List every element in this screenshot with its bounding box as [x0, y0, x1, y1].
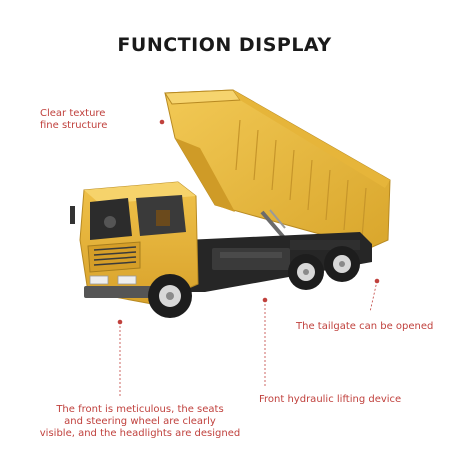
- wheels: [148, 246, 360, 318]
- callout-tailgate: The tailgate can be opened: [296, 321, 434, 332]
- callout-texture-line2: fine structure: [40, 120, 108, 131]
- callout-texture: Clear texture fine structure: [40, 108, 107, 132]
- callout-front: The front is meticulous, the seats and s…: [35, 404, 245, 440]
- hydraulic-lift: [260, 209, 288, 242]
- callout-texture-line1: Clear texture: [40, 108, 106, 119]
- callout-front-line3: visible, and the headlights are designed: [39, 428, 241, 439]
- truck-cab: [70, 181, 199, 305]
- callout-hydraulic: Front hydraulic lifting device: [259, 394, 402, 405]
- dump-bed: [164, 89, 391, 249]
- chassis: [185, 232, 372, 292]
- callout-front-line2: and steering wheel are clearly: [64, 416, 216, 427]
- callout-front-line1: The front is meticulous, the seats: [56, 404, 224, 415]
- marker-texture: [159, 119, 165, 125]
- callout-markers: [117, 119, 380, 398]
- page-title: FUNCTION DISPLAY: [117, 34, 332, 56]
